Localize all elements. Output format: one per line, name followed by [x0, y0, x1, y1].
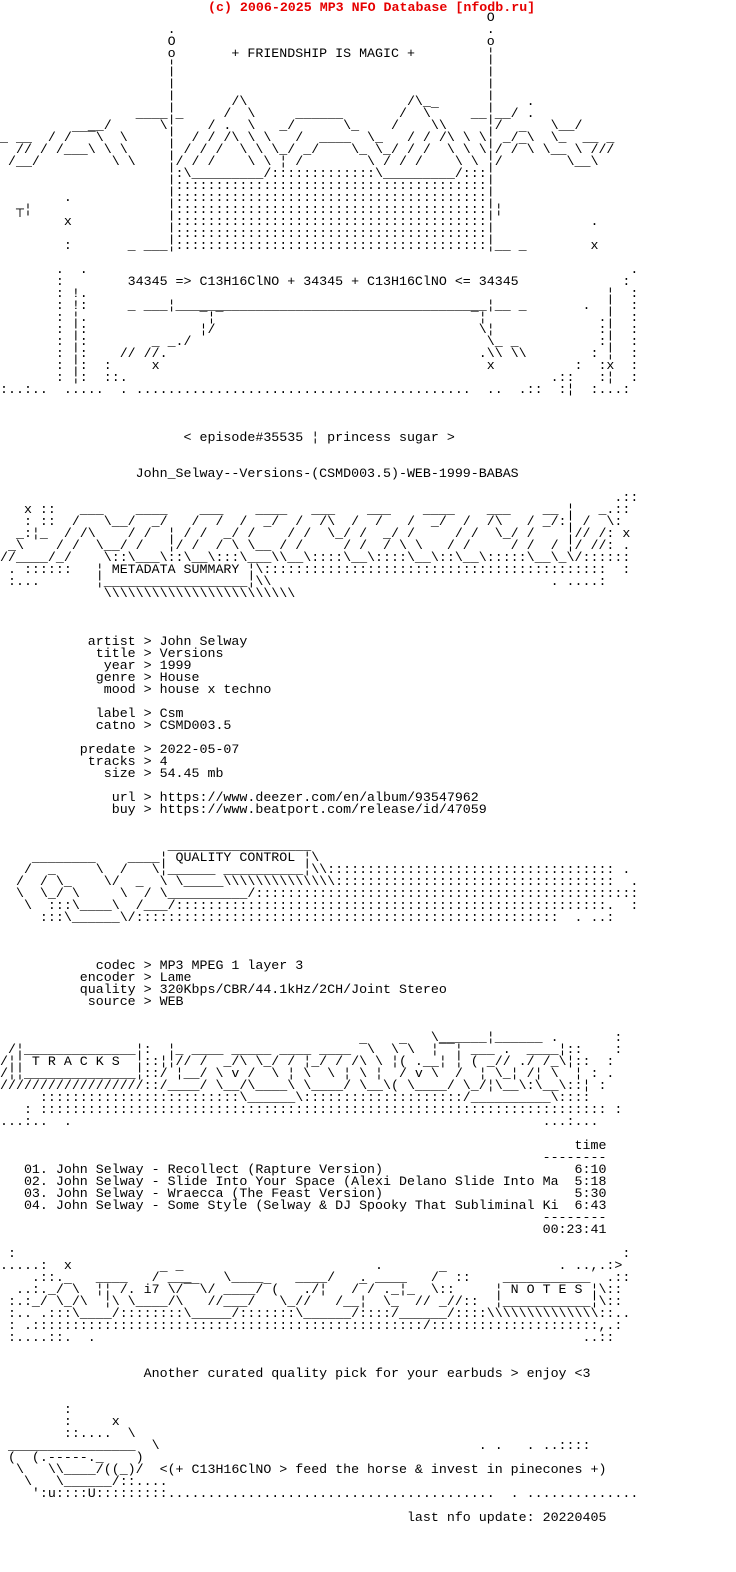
nfodb-copyright: (c) 2006-2025 MP3 NFO Database [nfodb.ru…: [208, 0, 536, 15]
nfo-ascii-art: O . . O o o + FRIENDSHIP IS MAGIC + ¦: [0, 10, 639, 1525]
